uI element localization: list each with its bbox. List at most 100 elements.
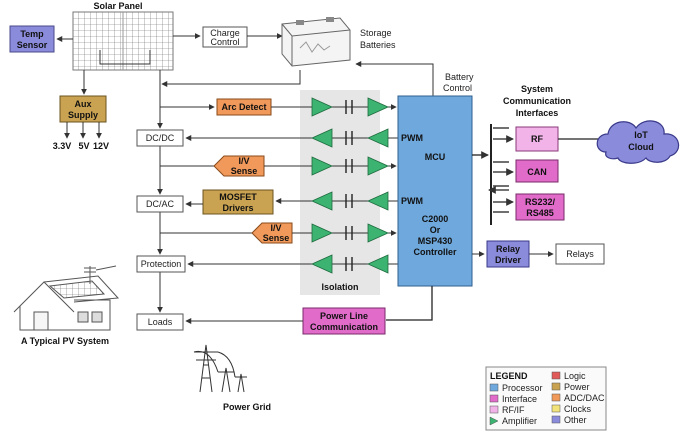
aux-voltage-12v: 12V xyxy=(93,141,109,151)
pv-system-label: A Typical PV System xyxy=(21,336,109,346)
temp-sensor-label-line2: Sensor xyxy=(17,40,48,50)
mcu-block xyxy=(397,95,473,287)
mcu-controller-line2: Or xyxy=(430,225,441,235)
legend-label-processor: Processor xyxy=(502,383,543,393)
legend-swatch-amplifier xyxy=(489,416,499,426)
legend-label-logic: Logic xyxy=(564,371,586,381)
iot-cloud-label-line2: Cloud xyxy=(628,142,654,152)
mcu-controller-line3: MSP430 xyxy=(418,236,453,246)
can-block xyxy=(515,159,559,183)
storage-label-line1: Storage xyxy=(360,28,392,38)
legend-title: LEGEND xyxy=(490,371,528,381)
iv-sense-1-label-line2: Sense xyxy=(231,166,258,176)
temp-sensor-block xyxy=(9,25,55,53)
amplifier-icon xyxy=(311,191,333,211)
aux-voltage-3v3: 3.3V xyxy=(53,141,72,151)
aux-supply-label-line2: Supply xyxy=(68,110,98,120)
relay-driver-label-line1: Relay xyxy=(496,244,520,254)
loads-block xyxy=(136,313,184,331)
amplifier-icon xyxy=(311,128,333,148)
power-grid-label: Power Grid xyxy=(223,402,271,412)
legend-swatch-processor xyxy=(489,383,499,392)
legend-box xyxy=(485,366,607,431)
relays-block xyxy=(555,243,605,265)
rf-label: RF xyxy=(531,134,543,144)
isolation-region xyxy=(300,90,380,295)
solar-panel-label: Solar Panel xyxy=(93,1,142,11)
mosfet-drivers-block xyxy=(202,189,274,215)
protection-label: Protection xyxy=(141,259,182,269)
dcdc-block xyxy=(136,129,184,147)
iv-sense-1-label-line1: I/V xyxy=(238,156,249,166)
legend-swatch-clocks xyxy=(551,404,561,413)
power-grid-illustration xyxy=(193,344,247,393)
charge-control-block xyxy=(202,26,248,48)
iv-sense-2-label-line1: I/V xyxy=(270,223,281,233)
mcu-controller-line1: C2000 xyxy=(422,214,449,224)
storage-label-line2: Batteries xyxy=(360,40,396,50)
legend-label-amplifier: Amplifier xyxy=(502,416,537,426)
rs-label-line1: RS232/ xyxy=(525,197,556,207)
plc-label-line2: Communication xyxy=(310,322,378,332)
amplifier-icon xyxy=(311,156,333,176)
battery-control-label-line2: Control xyxy=(443,83,472,93)
amplifier-icon xyxy=(367,97,389,117)
mcu-label: MCU xyxy=(425,152,446,162)
charge-control-label-line2: Control xyxy=(210,37,239,47)
sys-comm-label-line2: Communication xyxy=(503,96,571,106)
amplifier-icon xyxy=(311,254,333,274)
charge-control-label-line1: Charge xyxy=(210,28,240,38)
storage-batteries xyxy=(281,17,351,67)
amplifier-icon xyxy=(367,223,389,243)
mosfet-drivers-label-line1: MOSFET xyxy=(219,192,257,202)
legend-label-other: Other xyxy=(564,415,587,425)
legend-label-interface: Interface xyxy=(502,394,537,404)
legend-label-adc-dac: ADC/DAC xyxy=(564,393,605,403)
legend-swatch-rf-if xyxy=(489,405,499,414)
plc-label-line1: Power Line xyxy=(320,311,368,321)
mcu-pwm-label-2: PWM xyxy=(401,196,423,206)
dcac-label: DC/AC xyxy=(146,199,175,209)
sys-comm-label-line3: Interfaces xyxy=(516,108,559,118)
pv-house-illustration xyxy=(13,265,120,331)
amplifier-icon xyxy=(311,223,333,243)
aux-supply-label-line1: Aux xyxy=(74,99,91,109)
rs232-rs485-block xyxy=(515,193,565,221)
legend-swatch-logic xyxy=(551,371,561,380)
mcu-controller-line4: Controller xyxy=(413,247,456,257)
relay-driver-block xyxy=(486,240,530,268)
mosfet-drivers-label-line2: Drivers xyxy=(222,203,253,213)
protection-block xyxy=(136,255,186,273)
dcdc-label: DC/DC xyxy=(146,133,175,143)
isolation-label: Isolation xyxy=(321,282,358,292)
temp-sensor-label-line1: Temp xyxy=(20,29,44,39)
amplifier-icon xyxy=(311,97,333,117)
relay-driver-label-line2: Driver xyxy=(495,255,522,265)
legend-swatch-power xyxy=(551,382,561,391)
rf-block xyxy=(515,126,559,152)
relays-label: Relays xyxy=(566,249,594,259)
legend-swatch-other xyxy=(551,415,561,424)
iv-sense-2-label-line2: Sense xyxy=(263,233,290,243)
amplifier-icon xyxy=(367,156,389,176)
legend-label-power: Power xyxy=(564,382,590,392)
legend-label-clocks: Clocks xyxy=(564,404,592,414)
iot-cloud-label-line1: IoT xyxy=(634,130,648,140)
legend-swatch-adc-dac xyxy=(551,393,561,402)
amplifier-icon xyxy=(367,191,389,211)
dcac-block xyxy=(136,195,184,213)
mcu-pwm-label-1: PWM xyxy=(401,133,423,143)
isolation-amplifiers xyxy=(311,97,389,274)
battery-control-label-line1: Battery xyxy=(445,72,474,82)
rs-label-line2: RS485 xyxy=(526,208,554,218)
amplifier-icon xyxy=(367,254,389,274)
loads-label: Loads xyxy=(148,317,173,327)
legend-swatch-interface xyxy=(489,394,499,403)
solar-panel: Solar Panel xyxy=(72,1,174,71)
legend-label-rf-if: RF/IF xyxy=(502,405,525,415)
can-label: CAN xyxy=(527,167,547,177)
sys-comm-label-line1: System xyxy=(521,84,553,94)
